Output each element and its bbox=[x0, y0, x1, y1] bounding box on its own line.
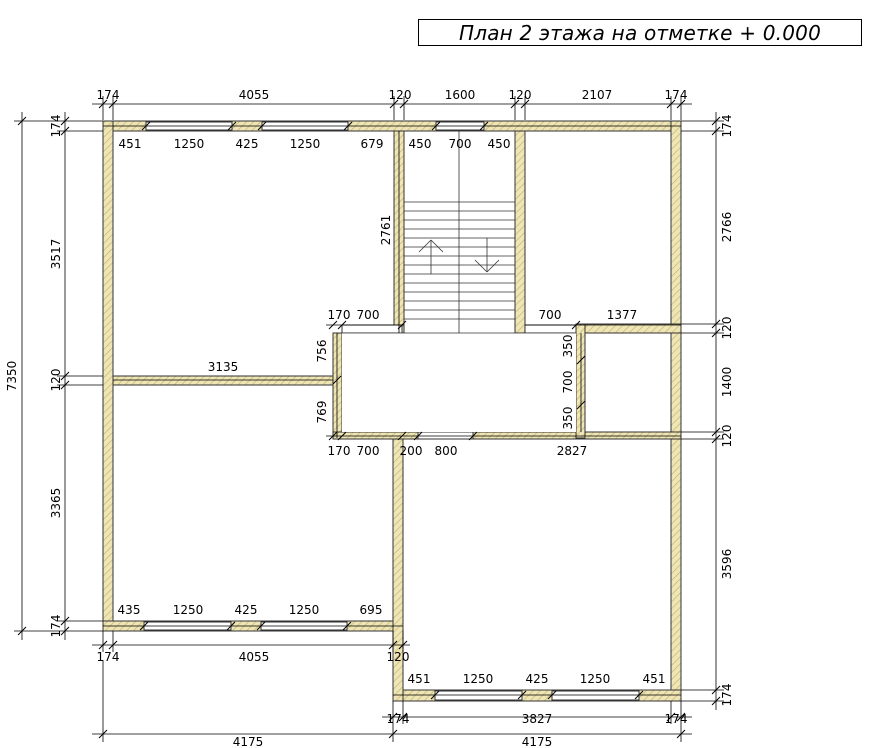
dim-bottom-left-opening-5: 695 bbox=[360, 603, 383, 617]
dim-bath-700: 700 bbox=[561, 371, 575, 394]
dim-right-outer-7: 174 bbox=[720, 684, 734, 707]
dim-bottom-left-3: 120 bbox=[387, 650, 410, 664]
dim-bottom-left-1: 174 bbox=[97, 650, 120, 664]
dim-bottom-left-2: 4055 bbox=[239, 650, 270, 664]
dim-left-174-top: 174 bbox=[49, 115, 63, 138]
wall-hall-left bbox=[332, 332, 343, 439]
dim-hall-bottom-4: 800 bbox=[435, 444, 458, 458]
dim-right-outer-6: 3596 bbox=[720, 549, 734, 580]
dim-stair-2761: 2761 bbox=[379, 215, 393, 246]
dim-hall-170-top: 170 bbox=[328, 308, 351, 322]
dim-right-outer-2: 2766 bbox=[720, 212, 734, 243]
dim-left-3365: 3365 bbox=[49, 488, 63, 519]
plan-title-box: План 2 этажа на отметке + 0.000 bbox=[418, 19, 862, 46]
dim-left-overall: 7350 bbox=[5, 361, 19, 392]
dim-bottom-right-opening-5: 451 bbox=[643, 672, 666, 686]
dim-bottom-right-opening-2: 1250 bbox=[463, 672, 494, 686]
dim-top-opening-1: 451 bbox=[119, 137, 142, 151]
door-hall-bottom bbox=[417, 431, 474, 440]
dim-overall-bottom-1: 4175 bbox=[233, 735, 264, 748]
dim-right-outer-4: 1400 bbox=[720, 367, 734, 398]
dimension-labels: 174 4055 120 1600 120 2107 174 451 1250 … bbox=[5, 88, 734, 748]
dim-top-opening-6: 450 bbox=[409, 137, 432, 151]
dim-bath-350-top: 350 bbox=[561, 335, 575, 358]
dim-bottom-left-opening-4: 1250 bbox=[289, 603, 320, 617]
hall-floor bbox=[342, 333, 576, 432]
arrow-down-icon bbox=[474, 238, 500, 273]
dim-right-1377: 1377 bbox=[607, 308, 638, 322]
dimension-lines bbox=[14, 96, 724, 742]
dim-bottom-right-2: 3827 bbox=[522, 712, 553, 726]
dim-top-opening-3: 425 bbox=[236, 137, 259, 151]
dim-bottom-left-opening-3: 425 bbox=[235, 603, 258, 617]
dim-bottom-right-3: 174 bbox=[665, 712, 688, 726]
dim-bottom-right-1: 174 bbox=[387, 712, 410, 726]
dim-top-6: 2107 bbox=[582, 88, 613, 102]
dim-bath-350-bottom: 350 bbox=[561, 407, 575, 430]
dim-right-700: 700 bbox=[539, 308, 562, 322]
dim-right-outer-1: 174 bbox=[720, 115, 734, 138]
dim-right-outer-3: 120 bbox=[720, 317, 734, 340]
dim-top-opening-8: 450 bbox=[488, 137, 511, 151]
window-bottom-right-1 bbox=[434, 690, 523, 701]
dim-hall-bottom-1: 170 bbox=[328, 444, 351, 458]
dim-hall-700-top: 700 bbox=[357, 308, 380, 322]
dim-hall-bottom-3: 200 bbox=[400, 444, 423, 458]
dim-bottom-right-opening-1: 451 bbox=[408, 672, 431, 686]
arrow-up-icon bbox=[418, 239, 444, 274]
wall-hall-bottom bbox=[332, 431, 682, 440]
dim-inner-3135: 3135 bbox=[208, 360, 239, 374]
staircase bbox=[404, 131, 515, 333]
dim-top-opening-2: 1250 bbox=[174, 137, 205, 151]
dim-top-1: 174 bbox=[97, 88, 120, 102]
plan-title: План 2 этажа на отметке + 0.000 bbox=[458, 20, 822, 45]
dim-left-3517: 3517 bbox=[49, 239, 63, 270]
hall-opening-stair bbox=[341, 324, 403, 334]
wall-right bbox=[670, 120, 682, 702]
window-bottom-right-2 bbox=[551, 690, 640, 701]
dim-overall-bottom-2: 4175 bbox=[522, 735, 553, 748]
dim-top-5: 120 bbox=[509, 88, 532, 102]
dim-bottom-right-opening-3: 425 bbox=[526, 672, 549, 686]
dim-top-4: 1600 bbox=[445, 88, 476, 102]
dim-top-2: 4055 bbox=[239, 88, 270, 102]
dim-hall-bottom-5: 2827 bbox=[557, 444, 588, 458]
dim-left-120: 120 bbox=[49, 369, 63, 392]
wall-left-room-divider bbox=[112, 375, 335, 386]
dim-top-opening-7: 700 bbox=[449, 137, 472, 151]
dim-bottom-left-opening-1: 435 bbox=[118, 603, 141, 617]
hall-opening-right bbox=[524, 324, 577, 334]
dim-left-174-bottom: 174 bbox=[49, 615, 63, 638]
dim-top-7: 174 bbox=[665, 88, 688, 102]
dim-right-outer-5: 120 bbox=[720, 425, 734, 448]
wall-stair-right bbox=[514, 130, 526, 334]
dim-hall-769: 769 bbox=[315, 401, 329, 424]
dim-hall-bottom-2: 700 bbox=[357, 444, 380, 458]
dim-bottom-right-opening-4: 1250 bbox=[580, 672, 611, 686]
dim-top-opening-4: 1250 bbox=[290, 137, 321, 151]
wall-left bbox=[102, 120, 114, 632]
dim-bottom-left-opening-2: 1250 bbox=[173, 603, 204, 617]
dim-top-opening-5: 679 bbox=[361, 137, 384, 151]
dim-hall-756: 756 bbox=[315, 340, 329, 363]
wall-bath-left bbox=[575, 323, 586, 439]
dim-top-3: 120 bbox=[389, 88, 412, 102]
